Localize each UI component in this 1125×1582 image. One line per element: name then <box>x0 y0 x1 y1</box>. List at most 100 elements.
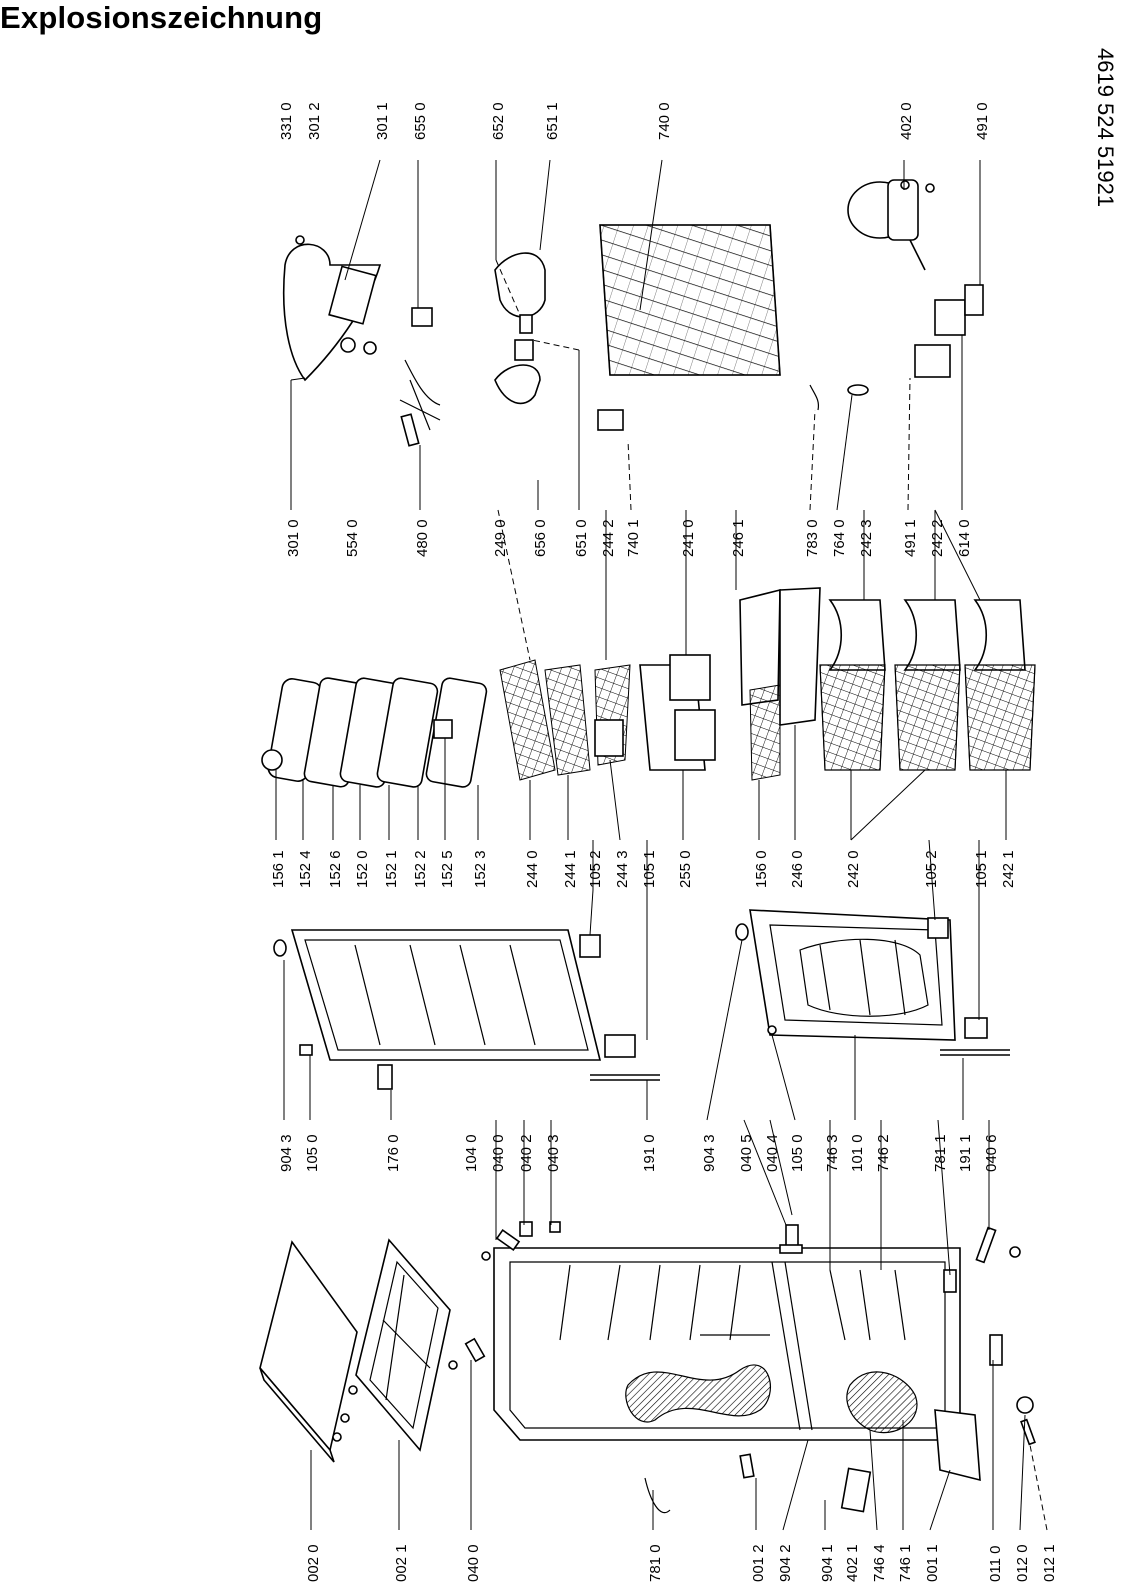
evaporator-fan <box>494 252 546 405</box>
cabinet-body <box>493 1247 961 1441</box>
part-label-l3011: 301 1 <box>374 102 391 140</box>
part-label-l5540: 554 0 <box>344 519 361 557</box>
part-label-l0404: 040 4 <box>764 1134 781 1172</box>
part-label-l2410: 241 0 <box>680 519 697 557</box>
part-label-l1052a: 105 2 <box>587 850 604 888</box>
part-label-l0011: 001 1 <box>924 1544 941 1582</box>
part-label-l2421: 242 1 <box>1000 850 1017 888</box>
part-label-l0405: 040 5 <box>738 1134 755 1172</box>
hinge-parts-left <box>464 1221 1036 1446</box>
part-label-l0020: 002 0 <box>305 1544 322 1582</box>
part-label-l7830: 783 0 <box>804 519 821 557</box>
part-label-l7462: 746 2 <box>875 1134 892 1172</box>
part-label-l0120: 012 0 <box>1014 1544 1031 1582</box>
part-label-l9043a: 904 3 <box>278 1134 295 1172</box>
part-label-l2441: 244 1 <box>562 850 579 888</box>
part-label-l1560: 156 0 <box>753 850 770 888</box>
glass-shelves <box>739 587 821 781</box>
part-label-l7640: 764 0 <box>831 519 848 557</box>
part-label-l1052b: 105 2 <box>923 850 940 888</box>
part-label-l6550: 655 0 <box>412 102 429 140</box>
part-label-l0110: 011 0 <box>987 1546 1004 1582</box>
part-label-l1561: 156 1 <box>270 850 287 888</box>
screws-top <box>332 1251 491 1442</box>
part-label-l1051a: 105 1 <box>641 850 658 888</box>
part-label-l6511: 651 1 <box>544 102 561 140</box>
condenser-coil <box>597 224 781 431</box>
control-panel-housing <box>282 235 433 382</box>
bottom-base <box>840 1409 981 1513</box>
part-label-l1051b: 105 1 <box>973 850 990 888</box>
freezer-baskets <box>819 664 1036 771</box>
part-label-l1050b: 105 0 <box>789 1134 806 1172</box>
part-label-l7401: 740 1 <box>625 519 642 557</box>
top-frame <box>355 1238 451 1452</box>
part-label-l7461: 746 1 <box>897 1544 914 1582</box>
part-label-l1050a: 105 0 <box>304 1134 321 1172</box>
part-label-l6140: 614 0 <box>956 519 973 557</box>
part-label-l1910: 191 0 <box>641 1134 658 1172</box>
part-label-l2550: 255 0 <box>677 850 694 888</box>
part-label-l1525: 152 5 <box>439 850 456 888</box>
part-label-l1040: 104 0 <box>463 1134 480 1172</box>
capillary-parts <box>809 384 869 411</box>
part-label-l7400: 740 0 <box>656 102 673 140</box>
part-label-l1522: 152 2 <box>412 850 429 888</box>
part-label-l4020: 402 0 <box>898 102 915 140</box>
part-label-l0402: 040 2 <box>518 1134 535 1172</box>
part-label-l4911: 491 1 <box>902 519 919 557</box>
part-label-l0400a: 040 0 <box>465 1544 482 1582</box>
part-label-l2443: 244 3 <box>614 850 631 888</box>
part-label-l1911: 191 1 <box>957 1134 974 1172</box>
part-label-l0012: 001 2 <box>750 1544 767 1582</box>
wiring-harness <box>399 359 441 447</box>
part-label-l3310: 331 0 <box>278 102 295 140</box>
part-label-l2440: 244 0 <box>524 850 541 888</box>
part-label-l1760: 176 0 <box>385 1134 402 1172</box>
part-label-l6520: 652 0 <box>490 102 507 140</box>
part-label-l3012: 301 2 <box>306 102 323 140</box>
part-label-l2442: 244 2 <box>600 519 617 557</box>
top-cover-panel <box>259 1240 358 1463</box>
part-label-l7810: 781 0 <box>647 1544 664 1582</box>
part-label-l2420: 242 0 <box>845 850 862 888</box>
part-label-l1010: 101 0 <box>849 1134 866 1172</box>
wire-shelves <box>499 659 631 781</box>
page-title: Explosionszeichnung <box>0 0 323 35</box>
part-label-l2461: 246 1 <box>730 519 747 557</box>
insulation-cutaway <box>625 1364 918 1434</box>
part-label-l1520: 152 0 <box>354 850 371 888</box>
part-label-l9042: 904 2 <box>777 1544 794 1582</box>
part-label-l7463: 746 3 <box>824 1134 841 1172</box>
part-label-l9043b: 904 3 <box>701 1134 718 1172</box>
part-label-l4910: 491 0 <box>974 102 991 140</box>
part-number-labels: 002 0 002 1 040 0 781 0 001 2 904 2 904 1 402 1… <box>270 102 1058 1582</box>
part-label-l4021: 402 1 <box>844 1544 861 1582</box>
part-label-l0406: 040 6 <box>983 1134 1000 1172</box>
part-label-l6560: 656 0 <box>532 519 549 557</box>
part-label-l0403: 040 3 <box>545 1134 562 1172</box>
part-label-l0121: 012 1 <box>1041 1544 1058 1582</box>
part-label-l9041: 904 1 <box>819 1544 836 1582</box>
part-label-l1524: 152 4 <box>297 850 314 888</box>
leader-lines <box>275 159 1048 1531</box>
compressor <box>847 179 984 378</box>
lower-door <box>735 909 1010 1056</box>
part-label-l7811: 781 1 <box>932 1134 949 1172</box>
part-label-l0400b: 040 0 <box>490 1134 507 1172</box>
part-label-l0021: 002 1 <box>393 1544 410 1582</box>
drain-tube <box>644 1453 755 1513</box>
part-label-l7464: 746 4 <box>871 1544 888 1582</box>
drawer-fronts <box>828 599 1026 671</box>
part-label-l2490: 249 0 <box>492 519 509 557</box>
part-label-l1523: 152 3 <box>472 850 489 888</box>
part-label-l1521: 152 1 <box>383 850 400 888</box>
part-label-l2460: 246 0 <box>789 850 806 888</box>
part-label-l2423: 242 3 <box>858 519 875 557</box>
part-label-l6510: 651 0 <box>573 519 590 557</box>
part-label-l2422: 242 2 <box>929 519 946 557</box>
part-label-l4800: 480 0 <box>414 519 431 557</box>
part-label-l3010: 301 0 <box>285 519 302 557</box>
upper-door <box>273 929 660 1090</box>
